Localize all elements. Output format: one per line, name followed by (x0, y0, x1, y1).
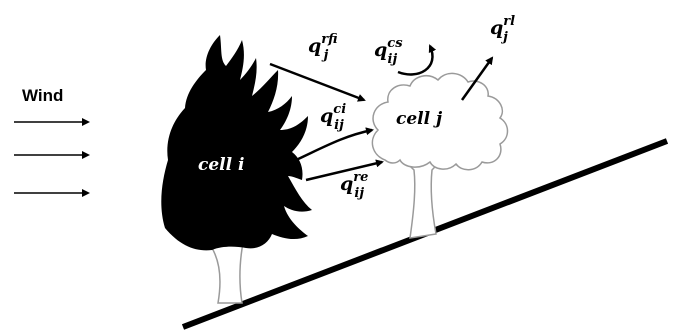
cell-i-label: cell i (198, 155, 244, 175)
flux-arrow-ci (296, 130, 372, 160)
flux-arrow-cs (398, 46, 432, 74)
cell-i-burning-tree (161, 35, 312, 250)
flux-arrow-rf (270, 64, 364, 100)
wind-label: Wind (22, 86, 63, 105)
wind-arrows (14, 122, 88, 193)
cell-j-label: cell j (396, 109, 443, 129)
